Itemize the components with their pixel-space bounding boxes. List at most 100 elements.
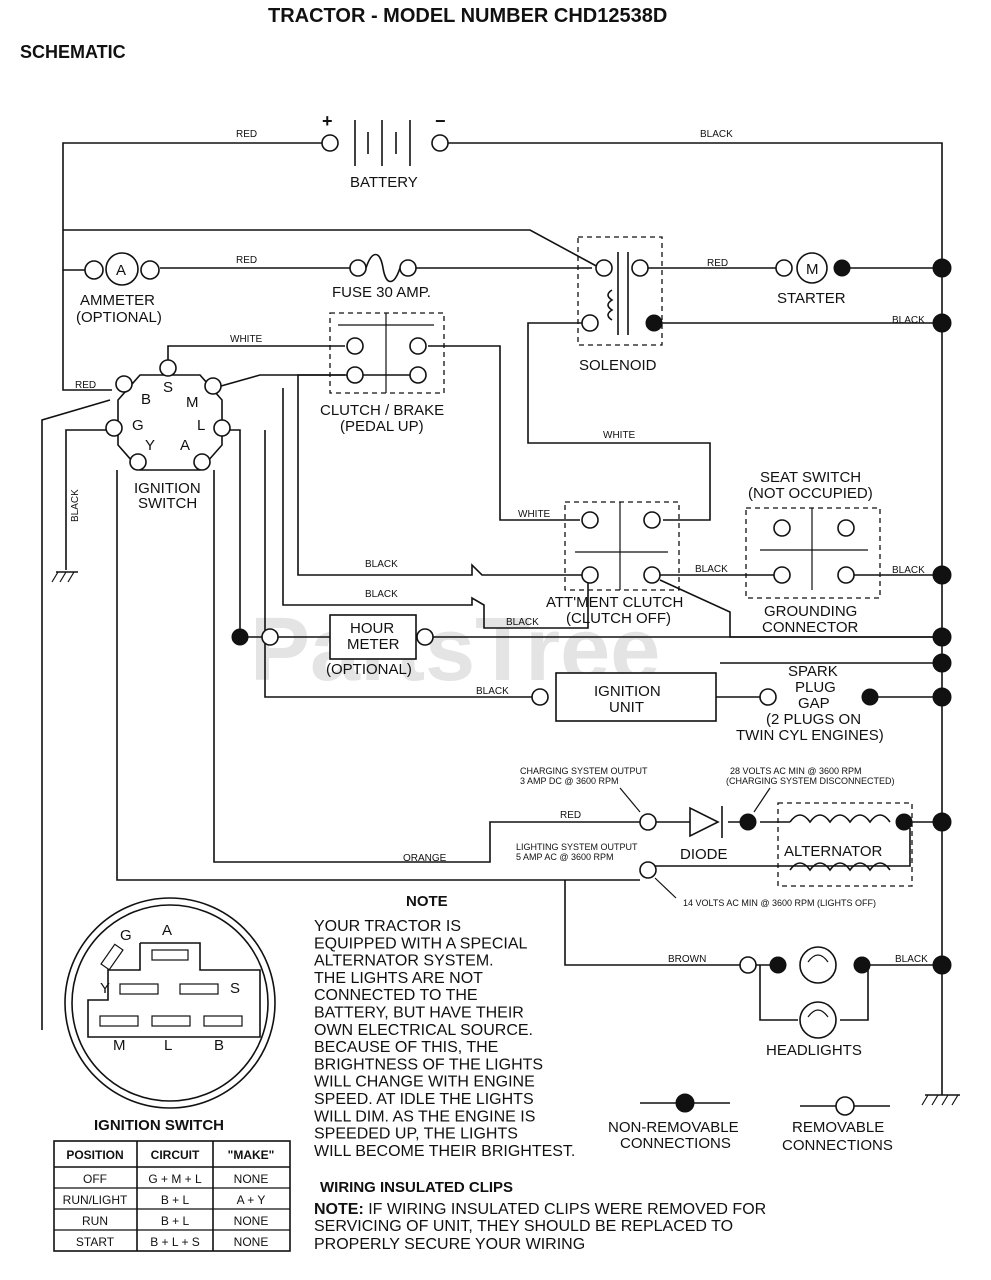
wire-label-black: BLACK xyxy=(700,129,733,140)
alternator-label: ALTERNATOR xyxy=(784,843,883,860)
face-pin-y: Y xyxy=(100,980,110,997)
ign-pin-s: S xyxy=(163,379,173,396)
note-line: ALTERNATOR SYSTEM. xyxy=(314,953,494,970)
table-cell: NONE xyxy=(234,1172,269,1186)
charging-output-value: 3 AMP DC @ 3600 RPM xyxy=(520,776,619,786)
note-line: SPEED. AT IDLE THE LIGHTS xyxy=(314,1091,534,1108)
note-line: CONNECTED TO THE xyxy=(314,987,478,1004)
headlights: HEADLIGHTS xyxy=(739,946,871,1059)
hour-meter: HOUR METER (OPTIONAL) xyxy=(231,614,434,678)
wire-label-red: RED xyxy=(75,380,96,391)
table-cell: B + L + S xyxy=(150,1235,200,1249)
wire-label-black: BLACK xyxy=(892,565,925,576)
removable-connection-icon xyxy=(835,1096,855,1116)
fuse: FUSE 30 AMP. xyxy=(332,253,431,301)
spark-plug-label3: GAP xyxy=(798,695,830,712)
wire-label-black: BLACK xyxy=(365,589,398,600)
ign-pin-b: B xyxy=(141,391,151,408)
legend-removable2: CONNECTIONS xyxy=(782,1137,893,1154)
ignition-switch-label: IGNITION xyxy=(134,480,201,497)
seat-switch-sublabel: (NOT OCCUPIED) xyxy=(748,485,873,502)
wire-label-black: BLACK xyxy=(70,489,81,522)
face-pin-b: B xyxy=(214,1037,224,1054)
table-cell: RUN xyxy=(82,1214,108,1228)
charging-volts-note: (CHARGING SYSTEM DISCONNECTED) xyxy=(726,776,895,786)
table-cell: START xyxy=(76,1235,115,1249)
solenoid-label: SOLENOID xyxy=(579,357,657,374)
spark-plug: SPARK PLUG GAP (2 PLUGS ON TWIN CYL ENGI… xyxy=(736,663,884,744)
grounding-connector-label: GROUNDING xyxy=(764,603,857,620)
face-pin-s: S xyxy=(230,980,240,997)
ignition-unit: IGNITION UNIT xyxy=(531,672,717,722)
face-pin-m: M xyxy=(113,1037,126,1054)
wire-label-red: RED xyxy=(236,255,257,266)
note-line: EQUIPPED WITH A SPECIAL xyxy=(314,935,527,952)
ignition-switch: S B M G L Y A IGNITION SWITCH xyxy=(105,359,231,512)
wire-label-white: WHITE xyxy=(230,334,263,345)
table-cell: NONE xyxy=(234,1235,269,1249)
note-line: THE LIGHTS ARE NOT xyxy=(314,970,483,987)
legend-removable: REMOVABLE xyxy=(792,1119,884,1136)
clips-line2: SERVICING OF UNIT, THEY SHOULD BE REPLAC… xyxy=(314,1218,733,1235)
charging-system: CHARGING SYSTEM OUTPUT 3 AMP DC @ 3600 R… xyxy=(516,766,913,908)
table-header: POSITION xyxy=(66,1148,123,1162)
attment-clutch-sublabel: (CLUTCH OFF) xyxy=(566,610,671,627)
ignition-switch-face: A G Y S M L B xyxy=(64,897,276,1109)
battery-plus: + xyxy=(322,111,333,131)
wire-label-red: RED xyxy=(707,258,728,269)
wire-label-white: WHITE xyxy=(518,509,551,520)
hour-meter-label: HOUR xyxy=(350,620,394,637)
wire-label-black: BLACK xyxy=(476,686,509,697)
ammeter: A AMMETER (OPTIONAL) xyxy=(76,252,162,326)
grounding-connector-sublabel: CONNECTOR xyxy=(762,619,859,636)
clips-heading: WIRING INSULATED CLIPS xyxy=(320,1179,513,1196)
wire-label-white: WHITE xyxy=(603,430,636,441)
spark-plug-label5: TWIN CYL ENGINES) xyxy=(736,727,884,744)
ign-pin-g: G xyxy=(132,417,144,434)
clips-note: WIRING INSULATED CLIPS NOTE: IF WIRING I… xyxy=(314,1179,766,1253)
ign-pin-m: M xyxy=(186,394,199,411)
charging-volts-label: 28 VOLTS AC MIN @ 3600 RPM xyxy=(730,766,862,776)
table-cell: OFF xyxy=(83,1172,107,1186)
lighting-volts-label: 14 VOLTS AC MIN @ 3600 RPM (LIGHTS OFF) xyxy=(683,898,876,908)
seat-switch: SEAT SWITCH (NOT OCCUPIED) GROUNDING CON… xyxy=(745,469,881,636)
note-line: WILL DIM. AS THE ENGINE IS xyxy=(314,1108,535,1125)
ignition-unit-sublabel: UNIT xyxy=(609,699,644,716)
note-line: WILL BECOME THEIR BRIGHTEST. xyxy=(314,1143,575,1160)
ignition-unit-label: IGNITION xyxy=(594,683,661,700)
diode-label: DIODE xyxy=(680,846,728,863)
wire-label-black: BLACK xyxy=(506,617,539,628)
headlights-label: HEADLIGHTS xyxy=(766,1042,862,1059)
ammeter-label: AMMETER xyxy=(80,292,155,309)
note-line: OWN ELECTRICAL SOURCE. xyxy=(314,1022,533,1039)
note-line: BRIGHTNESS OF THE LIGHTS xyxy=(314,1056,543,1073)
ground-rail-connections xyxy=(932,258,952,975)
solenoid: SOLENOID xyxy=(577,236,663,374)
legend: NON-REMOVABLE CONNECTIONS REMOVABLE CONN… xyxy=(608,1093,893,1154)
battery: + − BATTERY xyxy=(321,111,449,191)
attachment-clutch-switch: ATT'MENT CLUTCH (CLUTCH OFF) xyxy=(546,501,683,627)
table-cell: G + M + L xyxy=(148,1172,202,1186)
table-cell: B + L xyxy=(161,1214,190,1228)
table-cell: B + L xyxy=(161,1193,190,1207)
spark-plug-label4: (2 PLUGS ON xyxy=(766,711,861,728)
note-line: YOUR TRACTOR IS xyxy=(314,918,461,935)
note-line: WILL CHANGE WITH ENGINE xyxy=(314,1074,535,1091)
wire-label-brown: BROWN xyxy=(668,954,706,965)
ammeter-optional: (OPTIONAL) xyxy=(76,309,162,326)
lighting-output-label: LIGHTING SYSTEM OUTPUT xyxy=(516,842,638,852)
fuse-label: FUSE 30 AMP. xyxy=(332,284,431,301)
clips-line1: NOTE: IF WIRING INSULATED CLIPS WERE REM… xyxy=(314,1201,766,1218)
battery-minus: − xyxy=(435,111,446,131)
ign-pin-y: Y xyxy=(145,437,155,454)
note-line: BECAUSE OF THIS, THE xyxy=(314,1039,498,1056)
starter: M STARTER xyxy=(775,252,851,307)
table-cell: NONE xyxy=(234,1214,269,1228)
wire-label-black: BLACK xyxy=(892,315,925,326)
ign-pin-a: A xyxy=(180,437,190,454)
attment-clutch-label: ATT'MENT CLUTCH xyxy=(546,594,683,611)
wire-label-red: RED xyxy=(236,129,257,140)
